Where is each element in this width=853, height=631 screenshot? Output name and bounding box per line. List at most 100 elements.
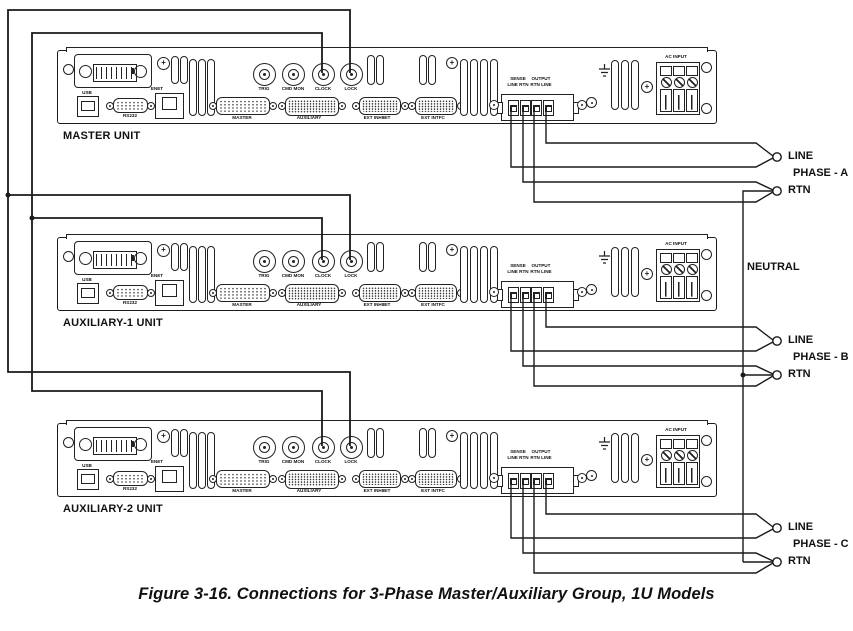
enet-label: ENET: [150, 459, 164, 464]
screw-icon: [446, 430, 458, 442]
chassis-top-lip: [66, 234, 708, 239]
auxiliary-connector-label: AUXILIARY: [296, 302, 322, 307]
ethernet-port-inner: [162, 97, 177, 110]
cmd-mon-label: CMD MON: [281, 459, 305, 464]
cmd-mon-label: CMD MON: [281, 86, 305, 91]
vent-slot: [419, 242, 427, 272]
vent-slot: [376, 242, 384, 272]
clock-label: CLOCK: [314, 459, 332, 464]
clock-bnc: [312, 63, 335, 86]
ac-terminal-mark: [660, 66, 672, 76]
output-rtn-terminal: [531, 100, 542, 116]
sense-columns: LINE RTN: [507, 82, 529, 87]
cmd-mon-label: CMD MON: [281, 273, 305, 278]
rs232-port: [113, 98, 148, 113]
screw-icon: [586, 97, 597, 108]
vent-slot: [171, 56, 179, 84]
lock-bnc: [340, 250, 363, 273]
ac-terminal-screw: [673, 77, 685, 88]
unit-name-label: AUXILIARY-2 UNIT: [63, 503, 163, 515]
vent-slot: [470, 59, 478, 116]
cmd-mon-bnc: [282, 250, 305, 273]
trig-label: TRIG: [258, 459, 270, 464]
junction-dot: [29, 215, 35, 221]
usb-port: [77, 96, 99, 117]
output-rtn-terminal: [531, 287, 542, 303]
ac-terminal-mark: [686, 253, 698, 263]
screw-icon: [641, 81, 653, 93]
recessed-connector-panel: [74, 241, 152, 275]
mounting-hole: [701, 476, 712, 487]
master-connector: [216, 470, 270, 488]
vent-slot: [180, 56, 188, 84]
screw-icon: [489, 473, 499, 483]
screw-icon: [157, 244, 170, 257]
recessed-connector-panel: [74, 427, 152, 461]
screw-icon: [147, 475, 155, 483]
figure-caption: Figure 3-16. Connections for 3-Phase Mas…: [138, 585, 715, 603]
ac-input-label: AC INPUT: [665, 54, 687, 59]
ac-terminal-opening: [673, 462, 685, 485]
vent-slot: [376, 428, 384, 458]
ext-intfc-connector: [415, 470, 457, 488]
ac-terminal-mark: [660, 253, 672, 263]
mounting-hole: [701, 249, 712, 260]
lock-label: LOCK: [344, 273, 358, 278]
rack-unit-rear-panel: USB RS232 ENET MASTER TRIG CMD MON: [57, 234, 717, 329]
vent-slot: [470, 246, 478, 303]
screw-icon: [269, 475, 277, 483]
ac-terminal-mark: [673, 66, 685, 76]
lock-bnc: [340, 63, 363, 86]
ac-terminal-screw: [673, 450, 685, 461]
vent-slot: [621, 247, 629, 297]
screw-icon: [489, 100, 499, 110]
vent-slot: [460, 59, 468, 116]
vent-slot: [171, 243, 179, 271]
ext-inhibit-connector: [359, 284, 401, 302]
lock-bnc: [340, 436, 363, 459]
sense-output-terminal-block: [497, 94, 579, 121]
ground-icon: [599, 251, 610, 264]
sense-rtn-terminal: [520, 100, 531, 116]
mounting-hole: [701, 62, 712, 73]
screw-icon: [446, 57, 458, 69]
clock-bnc: [312, 250, 335, 273]
panel-screw-hole: [79, 438, 92, 451]
sense-rtn-terminal: [520, 287, 531, 303]
trig-bnc: [253, 63, 276, 86]
vent-slot: [480, 246, 488, 303]
vent-slot: [490, 432, 498, 489]
sense-title: SENSE: [510, 76, 526, 81]
ext-inhibit-label: EXT INHIBIT: [363, 302, 391, 307]
phase-c-rtn-terminal-circle: [772, 557, 782, 567]
vent-slot: [198, 432, 206, 489]
vent-slot: [490, 246, 498, 303]
sense-output-terminal-block: [497, 467, 579, 494]
ac-terminal-screw: [686, 77, 698, 88]
rack-unit-rear-panel: USB RS232 ENET MASTER TRIG CMD MON: [57, 420, 717, 515]
ac-input-label: AC INPUT: [665, 241, 687, 246]
phase-b-line-terminal-circle: [772, 336, 782, 346]
screw-icon: [338, 102, 346, 110]
junction-dot: [740, 372, 746, 378]
phase-b-rtn-label: RTN: [788, 368, 811, 380]
neutral-label: NEUTRAL: [747, 261, 800, 273]
neutral-bus-wire: [742, 190, 773, 563]
ac-terminal-screw: [660, 450, 672, 461]
output-columns: RTN LINE: [530, 455, 552, 460]
output-rtn-terminal: [531, 473, 542, 489]
trig-bnc: [253, 250, 276, 273]
ethernet-port: [155, 280, 184, 306]
mounting-hole: [63, 251, 74, 262]
phase-a-rtn-terminal-circle: [772, 186, 782, 196]
output-columns: RTN LINE: [530, 269, 552, 274]
sense-title: SENSE: [510, 263, 526, 268]
ac-terminal-opening: [686, 276, 698, 299]
usb-port: [77, 469, 99, 490]
ac-terminal-opening: [686, 89, 698, 112]
clock-bnc: [312, 436, 335, 459]
ac-terminal-screw: [686, 450, 698, 461]
vent-slot: [180, 243, 188, 271]
rs232-label: RS232: [122, 300, 138, 305]
